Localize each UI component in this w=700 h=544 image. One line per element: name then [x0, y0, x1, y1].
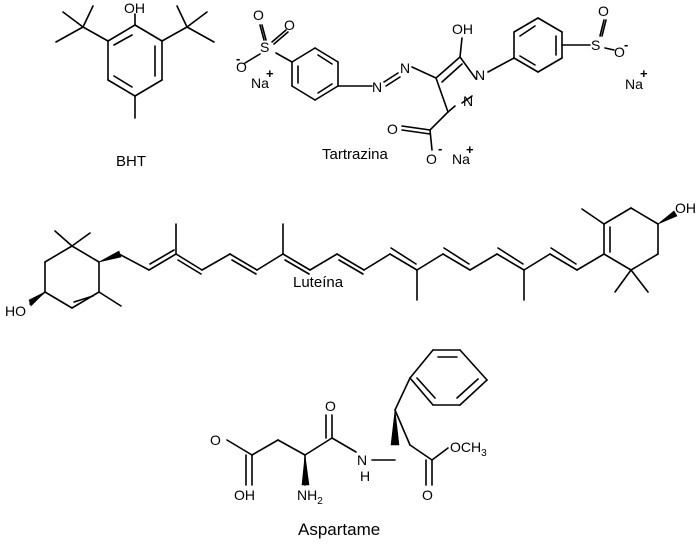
tartrazina-s-left: S: [260, 39, 269, 55]
aspartame-n-amide: N: [357, 452, 367, 468]
tartrazina-minus-left: -: [236, 51, 240, 66]
luteina-wedge-left-ho: [28, 291, 46, 307]
luteina-oh-label: OH: [675, 200, 696, 216]
tartrazina-o-minus-carboxyl: O: [426, 151, 437, 167]
tartrazina-plus-bottom: +: [466, 142, 474, 157]
aspartame-o-amide: O: [325, 398, 336, 414]
aspartame-nh2: NH2: [297, 487, 323, 507]
molecule-tartrazina: O O S O - Na + N N OH N N O O - Na + O S…: [236, 3, 648, 167]
aspartame-caption: Aspartame: [298, 520, 380, 539]
tartrazina-o-minus-left: O: [236, 59, 247, 75]
aspartame-wedge-ester-carbon: [390, 409, 400, 446]
aspartame-bonds: [226, 349, 488, 486]
tartrazina-o-top-left: O: [253, 7, 264, 23]
tartrazina-o-top-right: O: [284, 17, 295, 33]
tartrazina-n-azo-2: N: [400, 60, 410, 76]
aspartame-o-acid-top: O: [210, 432, 221, 448]
aspartame-h-amide: H: [360, 468, 370, 484]
tartrazina-na-right: Na: [625, 76, 643, 92]
tartrazina-s-right: S: [591, 37, 600, 53]
tartrazina-n-pyrazole-2: N: [463, 93, 473, 109]
luteina-ho-label: HO: [5, 303, 26, 319]
aspartame-wedge-nh2: [301, 454, 310, 486]
molecule-luteina: OH HO Luteína: [5, 200, 696, 319]
tartrazina-n-azo-1: N: [372, 79, 382, 95]
bht-caption: BHT: [116, 153, 146, 170]
tartrazina-caption: Tartrazina: [322, 146, 389, 163]
luteina-wedge-right-oh: [657, 210, 678, 225]
tartrazina-n-pyrazole-1: N: [475, 67, 485, 83]
molecule-bht: OH BHT: [55, 0, 215, 170]
tartrazina-o-carbonyl: O: [387, 121, 398, 137]
bht-oh-label: OH: [124, 0, 145, 16]
tartrazina-oh: OH: [452, 21, 473, 37]
luteina-bonds: [29, 207, 659, 309]
tartrazina-o-minus-right: O: [614, 44, 625, 60]
luteina-caption: Luteína: [293, 274, 344, 291]
tartrazina-o-top-right-ring: O: [598, 3, 609, 19]
aspartame-oh-acid: OH: [234, 487, 255, 503]
bht-bonds: [55, 5, 215, 119]
tartrazina-plus-left: +: [266, 66, 274, 81]
tartrazina-minus-right: -: [624, 37, 628, 52]
aspartame-o-ester: O: [422, 487, 433, 503]
molecule-aspartame: O O OH N H NH2 OCH3 O Aspartame: [210, 349, 488, 539]
aspartame-och3: OCH3: [450, 439, 487, 459]
luteina-wedge-left-chain: [98, 250, 122, 263]
tartrazina-na-left: Na: [251, 75, 269, 91]
tartrazina-minus-carboxyl: -: [438, 141, 442, 156]
tartrazina-na-bottom: Na: [452, 151, 470, 167]
tartrazina-bonds: [244, 17, 615, 151]
tartrazina-plus-right: +: [640, 66, 648, 81]
